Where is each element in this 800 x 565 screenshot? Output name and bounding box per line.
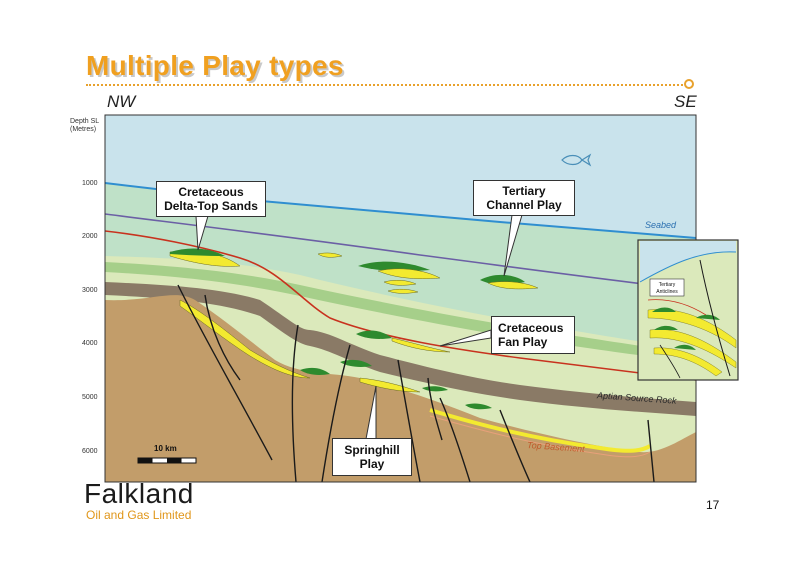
depth-tick-4000: 4000 bbox=[82, 340, 98, 347]
callout-fan-line2: Fan Play bbox=[498, 335, 548, 349]
title-underline-end-dot bbox=[684, 79, 694, 89]
faults bbox=[177, 284, 655, 482]
callout-tertiary-channel-play: Tertiary Channel Play bbox=[473, 180, 575, 216]
company-logo-subtitle: Oil and Gas Limited bbox=[86, 508, 192, 522]
depth-tick-6000: 6000 bbox=[82, 448, 98, 455]
callout-tertiary-line2: Channel Play bbox=[486, 198, 562, 212]
depth-axis-label: Depth SL (Metres) bbox=[70, 118, 99, 134]
callout-tertiary-line1: Tertiary bbox=[502, 184, 546, 198]
red-horizon bbox=[105, 230, 696, 381]
inset-label-line1: Tertiary bbox=[659, 282, 676, 288]
direction-se-label: SE bbox=[674, 92, 697, 111]
callout-pointers bbox=[195, 214, 523, 440]
inset-label-line2: Anticlines bbox=[656, 289, 678, 295]
callout-delta-line1: Cretaceous bbox=[178, 185, 244, 199]
fish-icon bbox=[561, 153, 592, 167]
callout-cretaceous-fan-play: Cretaceous Fan Play bbox=[491, 316, 575, 354]
callout-fan-line1: Cretaceous bbox=[498, 321, 564, 335]
depth-axis-label-line2: (Metres) bbox=[70, 126, 97, 133]
springhill-sand bbox=[179, 299, 311, 379]
callout-cretaceous-delta-top-sands: Cretaceous Delta-Top Sands bbox=[156, 181, 266, 217]
direction-nw-label: NW bbox=[107, 92, 136, 111]
depth-tick-2000: 2000 bbox=[82, 233, 98, 240]
scale-bar bbox=[137, 457, 197, 464]
callout-delta-line2: Delta-Top Sands bbox=[164, 199, 258, 213]
callout-springhill-line1: Springhill bbox=[344, 443, 400, 457]
aptian-source-rock-band bbox=[105, 282, 696, 416]
seabed-label: Seabed bbox=[645, 220, 677, 230]
basement bbox=[105, 295, 696, 482]
company-logo-name: Falkland bbox=[84, 478, 194, 509]
page-number: 17 bbox=[706, 498, 720, 512]
top-basement-sand bbox=[429, 408, 652, 453]
depth-tick-1000: 1000 bbox=[82, 180, 98, 187]
depth-tick-5000: 5000 bbox=[82, 394, 98, 401]
slide-title: Multiple Play types bbox=[86, 50, 344, 81]
tertiary-channel-lens bbox=[317, 252, 343, 258]
depth-tick-3000: 3000 bbox=[82, 287, 98, 294]
depth-axis-label-line1: Depth SL bbox=[70, 118, 100, 125]
purple-horizon bbox=[105, 213, 696, 291]
callout-springhill-line2: Play bbox=[359, 457, 385, 471]
callout-springhill-play: Springhill Play bbox=[332, 438, 412, 476]
scale-bar-label: 10 km bbox=[154, 444, 177, 453]
tertiary-anticlines-inset: Tertiary Anticlines bbox=[637, 239, 739, 381]
fan-play-lens bbox=[356, 330, 392, 339]
title-underline bbox=[86, 84, 690, 86]
